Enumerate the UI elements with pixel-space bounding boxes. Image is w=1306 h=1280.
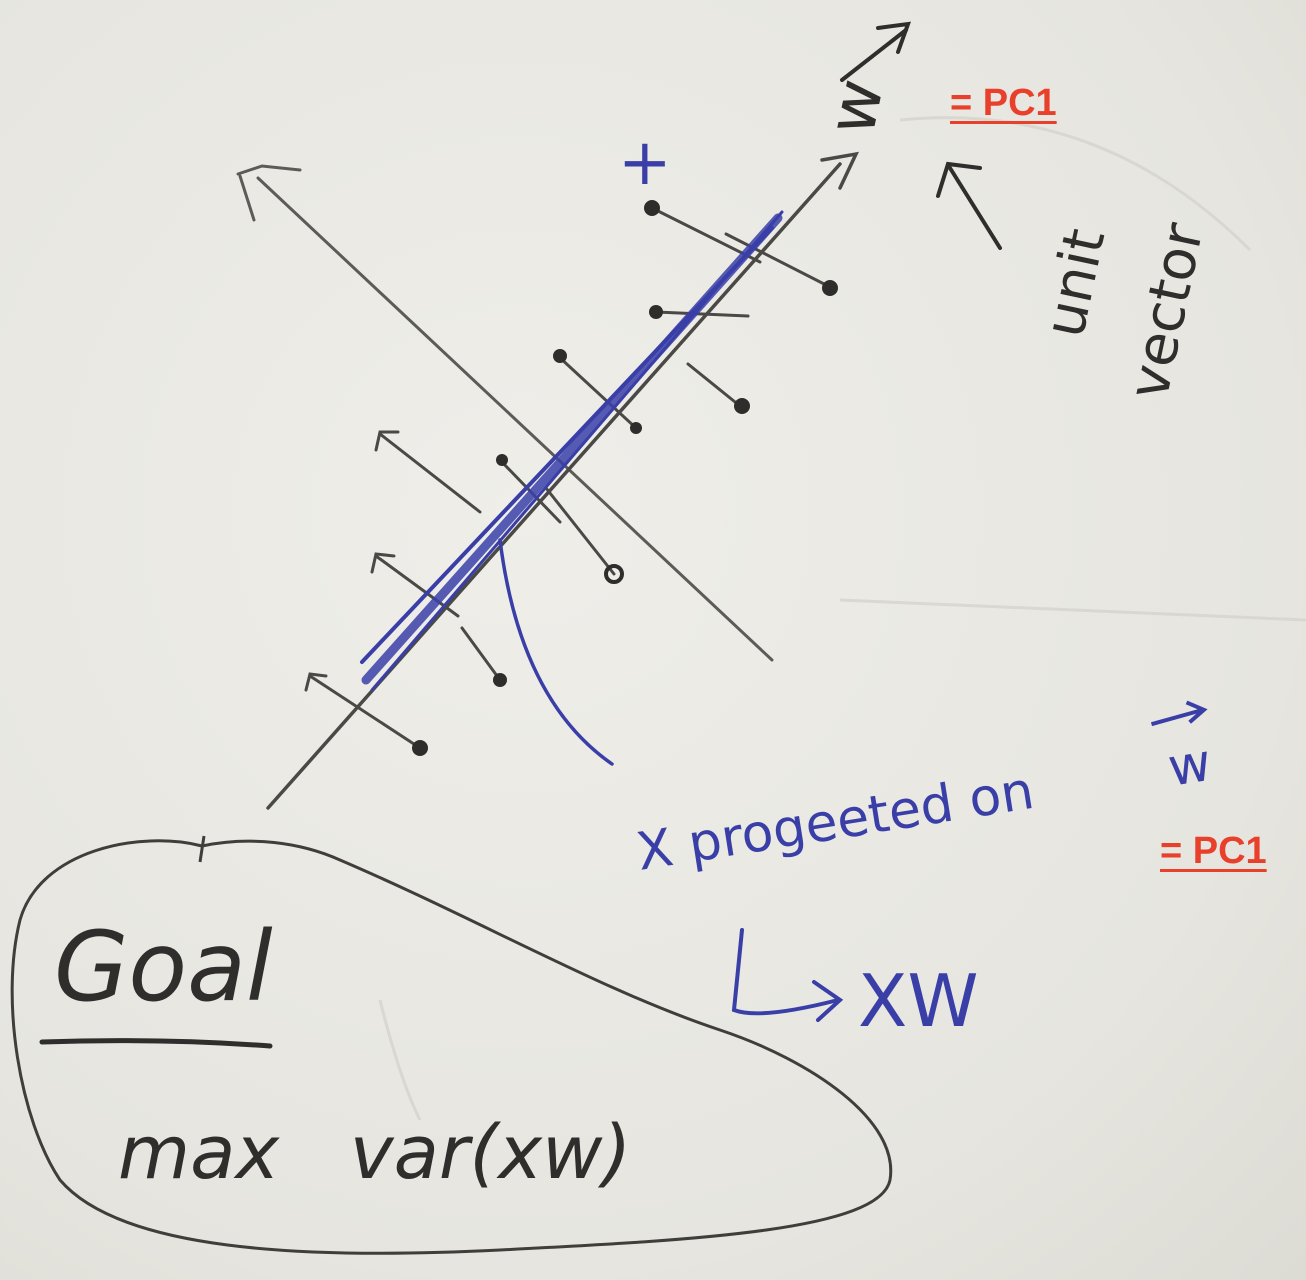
w-vector-arrow-icon xyxy=(840,21,911,82)
result-arrow-icon xyxy=(731,928,844,1022)
vector-label: vector xyxy=(1116,217,1217,405)
projection-lines xyxy=(308,206,830,750)
w-symbol-label: w xyxy=(812,73,899,142)
projected-caption: X progeeted on xyxy=(633,761,1038,883)
orthogonal-axis xyxy=(236,164,774,662)
pc1-axis xyxy=(266,151,860,810)
xw-label: XW xyxy=(858,959,979,1043)
data-points xyxy=(412,200,838,756)
plus-label: + xyxy=(618,126,672,200)
goal-title: Goal xyxy=(54,911,273,1023)
data-point xyxy=(412,740,428,756)
pc1-label-top: = PC1 xyxy=(950,82,1057,124)
data-point xyxy=(493,673,507,687)
goal-bubble xyxy=(10,835,893,1255)
goal-formula: max var(xw) xyxy=(118,1110,631,1196)
pc1-label-bottom: = PC1 xyxy=(1160,830,1267,872)
data-point xyxy=(734,398,750,414)
pointer-curve xyxy=(498,538,614,766)
projected-caption-w: w xyxy=(1164,733,1215,799)
data-point xyxy=(644,200,660,216)
projected-data-line xyxy=(360,210,784,692)
data-point xyxy=(822,280,838,296)
data-point xyxy=(649,305,663,319)
data-point xyxy=(604,564,624,584)
data-point xyxy=(630,422,642,434)
data-point xyxy=(553,349,567,363)
unit-label: unit xyxy=(1032,223,1118,343)
data-point xyxy=(496,454,508,466)
goal-underline xyxy=(39,1038,273,1049)
unit-vector-arrow-icon xyxy=(936,161,1002,250)
